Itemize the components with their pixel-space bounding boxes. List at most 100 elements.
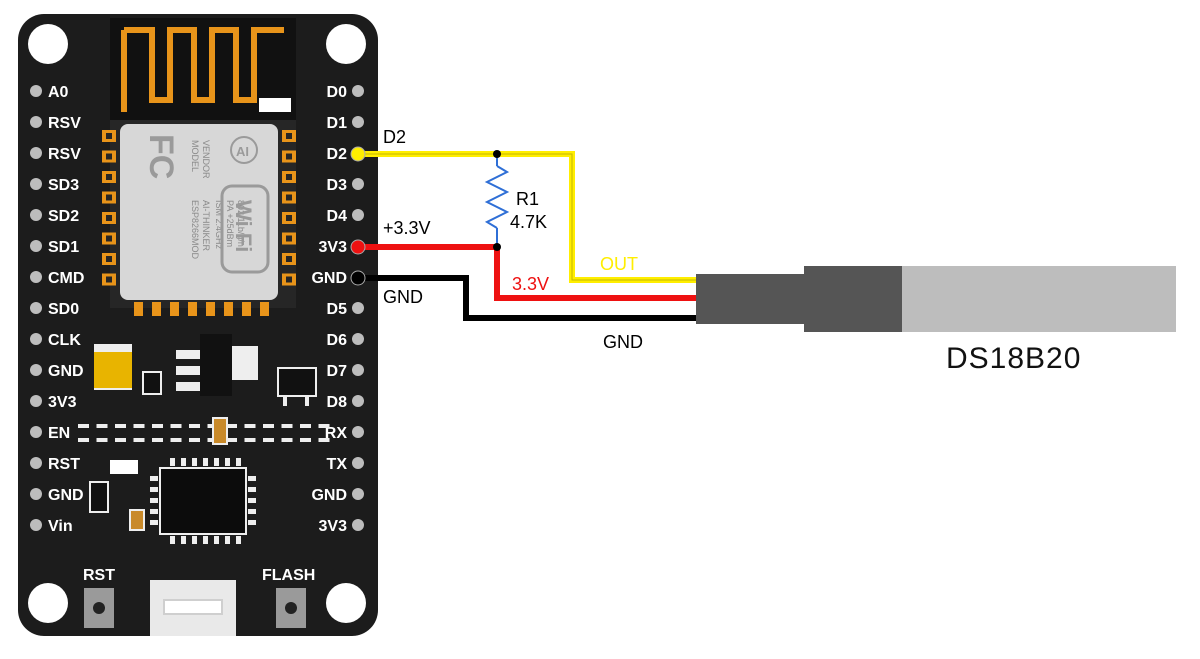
module-ism-text: ISM 2.4GHz xyxy=(214,200,224,250)
module-pad xyxy=(206,302,215,316)
antenna-pad xyxy=(259,98,291,112)
module-pad-hole xyxy=(286,235,292,242)
left-pin-label: CMD xyxy=(48,270,84,287)
module-pad-hole xyxy=(106,235,112,242)
right-pin-label: D2 xyxy=(327,146,348,163)
right-pin-label: TX xyxy=(327,456,348,473)
chip-pin xyxy=(248,498,256,503)
left-pin-header: A0RSVRSVSD3SD2SD1CMDSD0CLKGND3V3ENRSTGND… xyxy=(30,84,84,535)
left-pin-dot xyxy=(30,116,42,128)
resistor-name-label: R1 xyxy=(516,189,539,209)
right-pin-label: D0 xyxy=(327,84,348,101)
resistor-value-label: 4.7K xyxy=(510,212,547,232)
rst-button-cap[interactable] xyxy=(93,602,105,614)
chip-pin xyxy=(150,520,158,525)
flash-button-label: FLASH xyxy=(262,567,315,584)
chip-pin xyxy=(248,476,256,481)
chip-pin xyxy=(248,487,256,492)
wifi-logo-frame xyxy=(220,184,270,274)
right-pin-label: D4 xyxy=(327,208,348,225)
usb-uart-chip-pins xyxy=(150,458,256,544)
v33-pin-connection xyxy=(350,239,366,255)
left-pin-label: SD3 xyxy=(48,177,79,194)
header-dash xyxy=(226,424,237,428)
right-pin-dot xyxy=(352,519,364,531)
right-pin-label: D7 xyxy=(327,363,348,380)
module-pads-left xyxy=(102,130,116,286)
left-pin-label: EN xyxy=(48,425,70,442)
chip-pin xyxy=(203,458,208,466)
module-vendor-text: VENDOR xyxy=(201,140,211,179)
mount-hole-bottom-right xyxy=(326,583,366,623)
module-pad-hole xyxy=(106,194,112,201)
module-pad xyxy=(242,302,251,316)
chip-pin xyxy=(236,458,241,466)
diode xyxy=(277,367,317,397)
d2-wire-label: D2 xyxy=(383,127,406,147)
wires: D2 +3.3V GND R1 4.7K OUT 3.3V GND xyxy=(358,127,698,352)
junction-signal xyxy=(493,150,501,158)
module-pad-hole xyxy=(286,194,292,201)
regulator-pin-3 xyxy=(176,382,200,391)
ai-logo-text: AI xyxy=(236,144,249,159)
left-pin-dot xyxy=(30,209,42,221)
header-dash xyxy=(133,424,145,428)
left-pin-dot xyxy=(30,85,42,97)
diode-lead-2 xyxy=(305,396,309,406)
left-pin-dot xyxy=(30,395,42,407)
sensor-cable xyxy=(696,274,806,324)
left-pin-label: 3V3 xyxy=(48,394,77,411)
right-pin-dot xyxy=(352,116,364,128)
module-pad xyxy=(224,302,233,316)
header-dash xyxy=(78,424,89,428)
left-pin-label: RSV xyxy=(48,115,81,132)
module-pads-bottom xyxy=(134,302,269,316)
right-pin-label: D6 xyxy=(327,332,348,349)
module-maker-text: AI-THINKER xyxy=(201,200,211,252)
chip-pin xyxy=(236,536,241,544)
small-transistor xyxy=(142,371,162,395)
module-std-text: 802.11b/g/n xyxy=(236,200,246,247)
module-pad-hole xyxy=(106,133,112,139)
rst-button-label: RST xyxy=(83,567,115,584)
resistor-r1 xyxy=(484,165,510,229)
module-pa-text: PA +25dBm xyxy=(225,200,235,247)
header-dash xyxy=(263,424,274,428)
left-pin-dot xyxy=(30,147,42,159)
left-pin-dot xyxy=(30,488,42,500)
right-pin-label: RX xyxy=(325,425,348,442)
right-pin-dot xyxy=(352,364,364,376)
module-pad-hole xyxy=(286,276,292,283)
out-label: OUT xyxy=(600,254,638,274)
left-pin-label: SD0 xyxy=(48,301,79,318)
regulator-pin-1 xyxy=(176,350,200,359)
right-pin-label: D1 xyxy=(327,115,348,132)
header-dash xyxy=(133,438,145,442)
module-pad xyxy=(170,302,179,316)
right-pin-dot xyxy=(352,178,364,190)
header-dash xyxy=(300,438,311,442)
header-dash xyxy=(115,438,126,442)
left-pin-label: RST xyxy=(48,456,80,473)
module-pad-hole xyxy=(286,153,292,160)
left-pin-dot xyxy=(30,519,42,531)
module-pad-hole xyxy=(106,256,112,262)
flash-button-cap[interactable] xyxy=(285,602,297,614)
micro-usb-opening xyxy=(163,599,223,615)
left-pin-label: SD1 xyxy=(48,239,79,256)
header-dash xyxy=(281,438,293,442)
module-pad-hole xyxy=(286,256,292,262)
sensor-name-label: DS18B20 xyxy=(946,342,1081,375)
chip-pin xyxy=(150,487,158,492)
module-pad-hole xyxy=(286,133,292,139)
power-wire xyxy=(358,244,698,301)
dashed-header-row xyxy=(78,424,330,442)
module-pad xyxy=(260,302,269,316)
chip-pin xyxy=(192,458,197,466)
mount-hole-bottom-left xyxy=(28,583,68,623)
right-pin-dot xyxy=(352,302,364,314)
module-pad-hole xyxy=(286,215,292,221)
left-pin-dot xyxy=(30,302,42,314)
